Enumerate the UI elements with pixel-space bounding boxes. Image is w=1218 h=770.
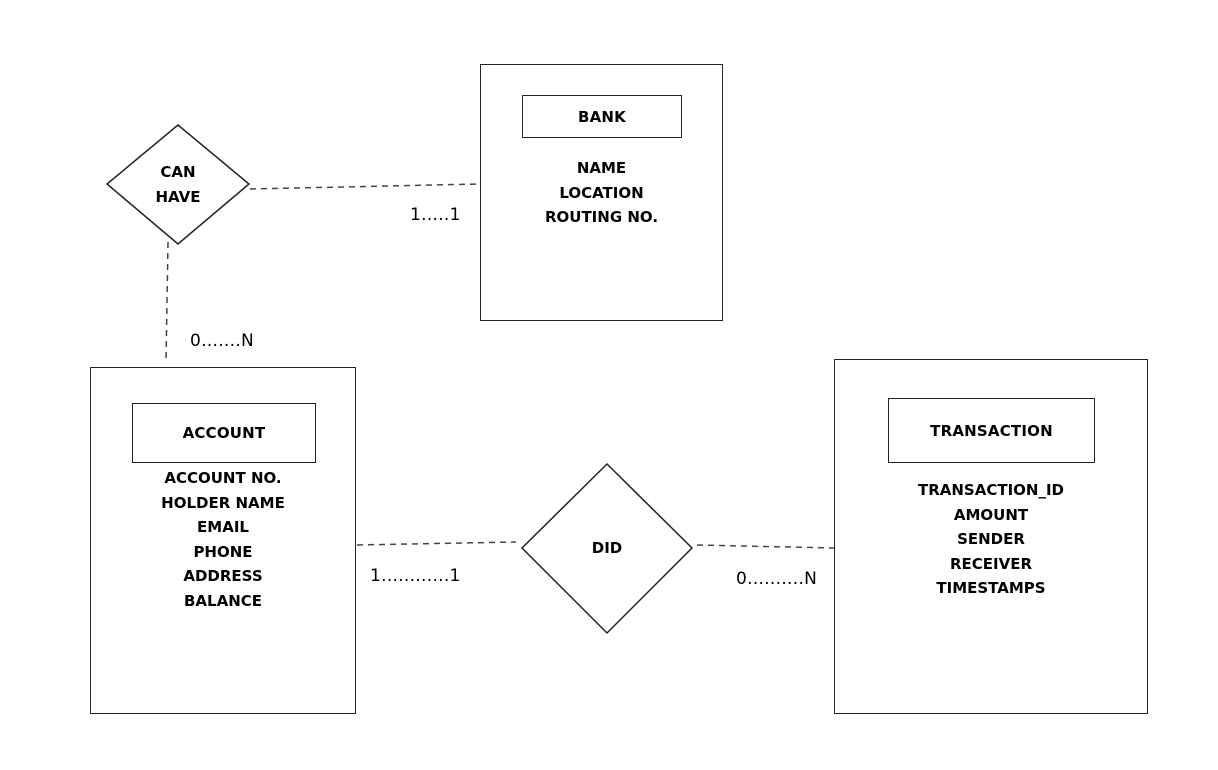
account-attribute: ADDRESS: [183, 567, 263, 585]
account-did-cardinality: 1............1: [370, 566, 461, 586]
transaction-attribute: TRANSACTION_ID: [917, 481, 1064, 499]
bank-attribute: ROUTING NO.: [544, 208, 659, 226]
can-have-relationship-diamond: [105, 124, 251, 245]
did-transaction-connector: [696, 544, 835, 549]
account-entity-title: ACCOUNT: [132, 403, 316, 463]
can-have-label-line: HAVE: [155, 188, 201, 206]
bank-cardinality: 1.....1: [410, 205, 461, 225]
can-have-bank-connector: [249, 183, 480, 190]
account-attribute-list: ACCOUNT NO. HOLDER NAME EMAIL PHONE ADDR…: [91, 466, 355, 613]
transaction-attribute: RECEIVER: [949, 554, 1033, 573]
bank-entity-title: BANK: [522, 95, 682, 138]
did-relationship-diamond: [520, 462, 694, 635]
transaction-attribute-list: TRANSACTION_ID AMOUNT SENDER RECEIVER TI…: [835, 478, 1147, 601]
can-have-label-line: CAN: [160, 163, 196, 181]
account-attribute: EMAIL: [197, 518, 249, 536]
account-attribute: ACCOUNT NO.: [164, 469, 282, 487]
account-attribute: BALANCE: [183, 591, 263, 610]
transaction-did-cardinality: 0..........N: [736, 569, 818, 589]
bank-attribute: LOCATION: [559, 183, 644, 202]
bank-entity[interactable]: BANK NAME LOCATION ROUTING NO.: [480, 64, 723, 321]
account-entity[interactable]: ACCOUNT ACCOUNT NO. HOLDER NAME EMAIL PH…: [90, 367, 356, 714]
account-did-connector: [356, 541, 517, 546]
transaction-attribute: AMOUNT: [953, 505, 1029, 524]
account-attribute: PHONE: [193, 542, 253, 561]
can-have-account-connector: [165, 241, 169, 363]
bank-attribute-list: NAME LOCATION ROUTING NO.: [481, 156, 722, 230]
transaction-entity[interactable]: TRANSACTION TRANSACTION_ID AMOUNT SENDER…: [834, 359, 1148, 714]
can-have-relationship-label: CAN HAVE: [138, 160, 218, 210]
bank-attribute: NAME: [576, 159, 627, 177]
transaction-attribute: SENDER: [957, 530, 1025, 548]
account-attribute: HOLDER NAME: [161, 493, 285, 512]
transaction-entity-title: TRANSACTION: [888, 398, 1095, 463]
did-relationship-label: DID: [591, 539, 623, 557]
transaction-attribute: TIMESTAMPS: [936, 579, 1046, 597]
account-can-have-cardinality: 0.......N: [190, 331, 255, 351]
